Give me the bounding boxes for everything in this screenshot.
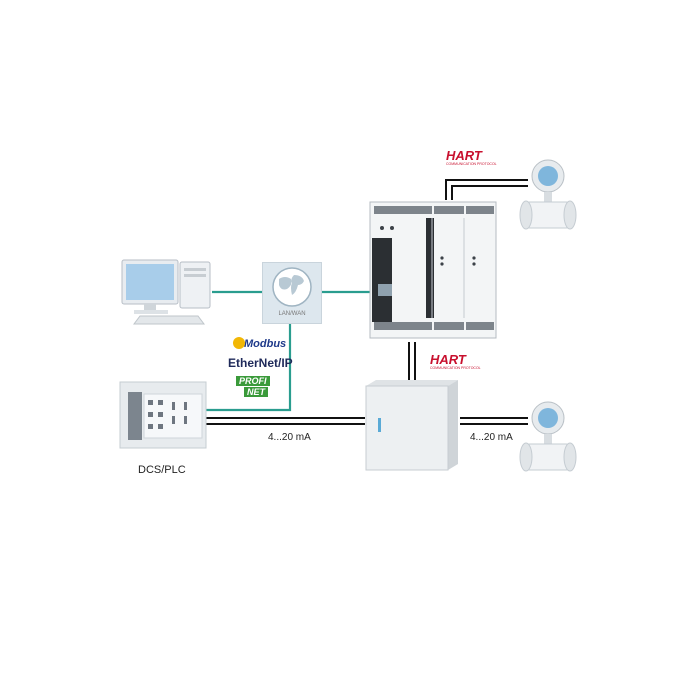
hart-subtitle: COMMUNICATION PROTOCOL: [430, 366, 481, 370]
current-label-right: 4...20 mA: [470, 432, 513, 443]
flowmeter-icon: [519, 159, 577, 230]
net-text: NET: [244, 387, 268, 397]
lan-wan-box: LAN/WAN: [262, 262, 322, 324]
current-label-left: 4...20 mA: [268, 432, 311, 443]
computer-icon: [121, 259, 211, 325]
lan-wan-label: LAN/WAN: [278, 311, 306, 317]
ethernet-ip-logo: EtherNet/IP: [228, 356, 293, 370]
cabinet-icon: [365, 380, 458, 471]
dcs-plc-label: DCS/PLC: [138, 464, 186, 476]
modbus-icon: [233, 337, 245, 349]
globe-icon: [272, 267, 312, 307]
hart-subtitle: COMMUNICATION PROTOCOL: [446, 162, 497, 166]
hart-logo-top: HART COMMUNICATION PROTOCOL: [446, 148, 506, 170]
hart-logo-text: HART: [430, 352, 466, 367]
profi-text: PROFI: [236, 376, 270, 386]
modbus-logo: Modbus: [244, 338, 287, 350]
signal-links: [206, 179, 528, 425]
dcs-plc-rack-icon: [119, 381, 207, 449]
hart-multiplexer-icon: [369, 201, 497, 339]
flowmeter-icon: [519, 401, 577, 472]
mux-to-meter-link-b: [451, 185, 528, 200]
hart-logo-text: HART: [446, 148, 482, 163]
profinet-logo: PROFI NET: [234, 376, 280, 398]
lan-to-dcs-link: [206, 322, 292, 412]
hart-logo-bottom: HART COMMUNICATION PROTOCOL: [430, 352, 490, 374]
mux-to-meter-link-a: [445, 179, 528, 200]
network-links: [206, 290, 372, 412]
